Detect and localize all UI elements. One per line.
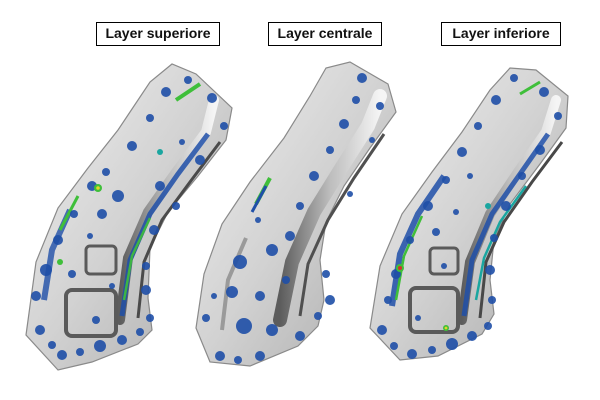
defect-streak bbox=[250, 185, 268, 213]
panel-label-middle-layer: Layer centrale bbox=[268, 22, 382, 46]
defect-streak bbox=[461, 132, 551, 317]
pocket-square bbox=[408, 286, 460, 334]
pocket-square bbox=[84, 244, 118, 276]
rib-channel bbox=[298, 133, 386, 317]
panel-label-top-layer: Layer superiore bbox=[96, 22, 220, 46]
part-outline bbox=[369, 67, 569, 361]
defect-streak bbox=[174, 82, 202, 102]
defect-streak bbox=[519, 80, 541, 96]
defect-spots bbox=[31, 76, 228, 360]
defect-streak bbox=[58, 195, 80, 231]
panel-label-bottom-layer: Layer inferiore bbox=[441, 22, 561, 46]
rib-channel bbox=[478, 141, 564, 319]
part-outline bbox=[195, 61, 397, 367]
part-middle-layer bbox=[195, 61, 397, 367]
defect-spots bbox=[377, 74, 562, 359]
defect-spots bbox=[202, 73, 384, 364]
defect-streak bbox=[389, 174, 447, 307]
defect-hotspots bbox=[57, 149, 163, 265]
rib-channel bbox=[136, 141, 222, 319]
pocket-square bbox=[428, 246, 460, 276]
defect-streak bbox=[122, 217, 152, 301]
part-top-layer bbox=[25, 63, 233, 371]
rib-channel bbox=[273, 89, 387, 327]
defect-streak bbox=[394, 215, 424, 301]
rib-channel bbox=[220, 237, 248, 331]
pocket-square bbox=[64, 288, 118, 338]
defect-hotspots bbox=[396, 203, 491, 331]
part-bottom-layer bbox=[369, 67, 569, 361]
